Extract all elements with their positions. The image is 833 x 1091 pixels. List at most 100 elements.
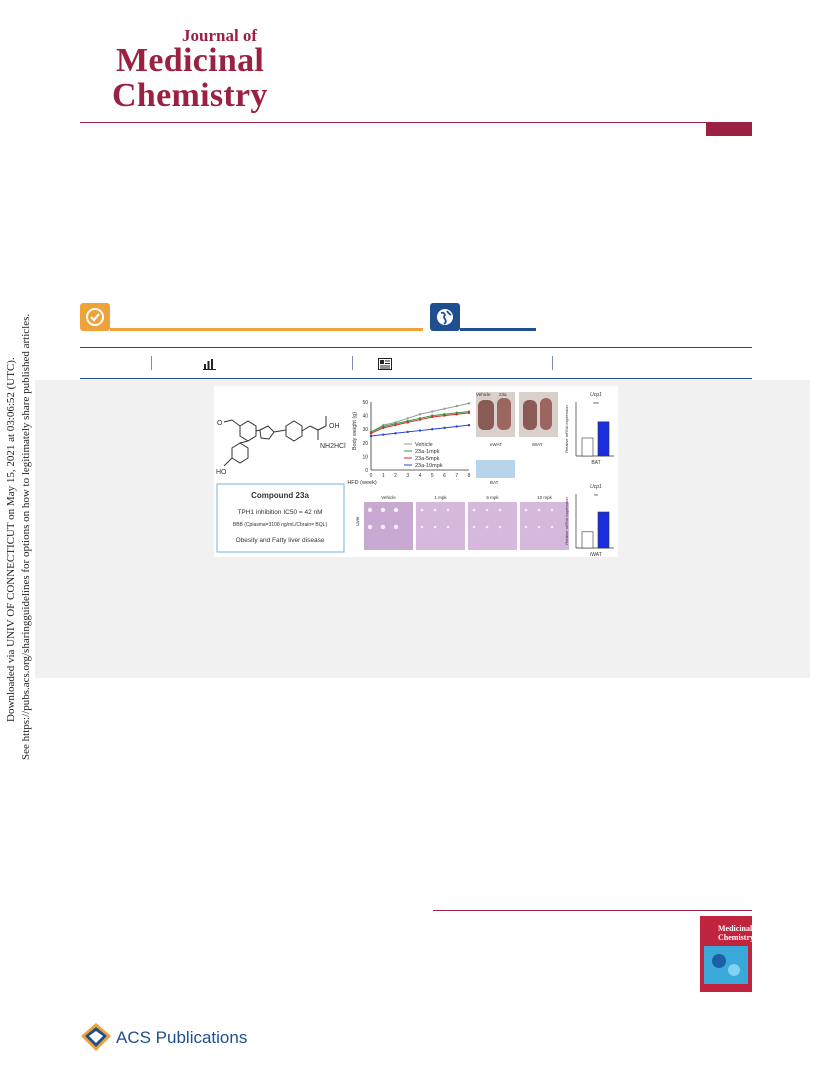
- cover-title-1: Medicinal: [718, 924, 752, 933]
- bar-chart-title: Ucp1: [590, 484, 602, 490]
- lipid-droplet: [485, 525, 489, 529]
- legend-label: 23a-5mpk: [415, 456, 440, 462]
- lipid-droplet: [433, 508, 437, 512]
- y-tick-label: 30: [362, 427, 368, 433]
- journal-logo-line2: Chemistry: [112, 77, 268, 114]
- globe-icon: [437, 309, 453, 325]
- data-point: [382, 433, 385, 436]
- bar: [597, 511, 610, 549]
- lipid-droplet: [380, 507, 386, 513]
- cover-title-2: Chemistry: [718, 933, 752, 942]
- lipid-droplet: [550, 508, 554, 512]
- data-point: [418, 418, 422, 421]
- histology-panel: [468, 502, 517, 550]
- lipid-droplet: [393, 507, 399, 513]
- ewat-label: eWAT: [490, 442, 502, 447]
- data-point: [418, 413, 422, 416]
- cover-art: [704, 946, 748, 984]
- lipid-droplet: [446, 525, 450, 529]
- lipid-droplet: [380, 524, 386, 530]
- data-point: [418, 429, 422, 432]
- disease-text: Obesity and Fatty liver disease: [236, 537, 325, 544]
- lipid-droplet: [472, 508, 476, 512]
- open-access-badge[interactable]: [80, 303, 110, 331]
- cover-art-circle: [712, 954, 726, 968]
- lipid-droplet: [367, 524, 373, 530]
- lipid-droplet: [537, 508, 541, 512]
- y-tick-label: 0: [365, 468, 368, 474]
- chemical-structure: [223, 416, 327, 467]
- ewat-tissue: [497, 398, 511, 430]
- data-point: [455, 425, 458, 428]
- legend-label: 23a-10mpk: [415, 463, 443, 469]
- oh-label: OH: [329, 423, 340, 430]
- iwat-tissue: [523, 400, 537, 430]
- acs-publications-logo[interactable]: ACS Publications: [116, 1028, 248, 1047]
- lipid-droplet: [367, 507, 373, 513]
- bar: [597, 421, 610, 457]
- lipid-droplet: [393, 524, 399, 530]
- lipid-droplet: [498, 508, 502, 512]
- legend-label: 23a-1mpk: [415, 449, 440, 455]
- lipid-droplet: [420, 508, 424, 512]
- y-tick-label: 10: [362, 454, 368, 460]
- lipid-droplet: [420, 525, 424, 529]
- metrics-separator: [552, 356, 553, 370]
- y-tick-label: 20: [362, 441, 368, 447]
- data-point: [431, 428, 434, 431]
- bat-label: BAT: [490, 480, 499, 485]
- histology-panel: [520, 502, 569, 550]
- chart-ylabel: Body weight (g): [352, 412, 358, 450]
- ewat-tissue: [478, 400, 494, 430]
- ho-label: HO: [216, 469, 227, 476]
- compound-box: [216, 483, 345, 553]
- data-point: [467, 423, 471, 427]
- data-point: [406, 421, 409, 424]
- data-point: [467, 411, 471, 415]
- cite-share-badge[interactable]: [430, 303, 460, 331]
- lipid-droplet: [446, 508, 450, 512]
- bat-photo: [476, 460, 515, 478]
- journal-logo-line1: Medicinal: [116, 42, 265, 79]
- significance-marker: **: [594, 494, 598, 500]
- bar: [581, 437, 594, 457]
- data-point: [406, 430, 409, 434]
- chart-xlabel: HFD (week): [347, 480, 377, 486]
- methoxy-label: O: [217, 420, 223, 427]
- metrics-separator: [352, 356, 353, 370]
- metrics-chart-icon[interactable]: [203, 357, 217, 375]
- data-point: [394, 423, 397, 427]
- journal-cover-thumbnail[interactable]: Medicinal Chemistry: [700, 916, 752, 992]
- journal-logo-of: Journal of: [182, 26, 258, 45]
- x-tick-label: 4: [419, 473, 422, 479]
- header-rule: [80, 122, 752, 123]
- data-point: [394, 432, 397, 435]
- bar-chart-ylabel: Relative mRNA expression: [564, 405, 569, 453]
- data-point: [443, 414, 446, 417]
- amine-label: NH2HCl: [320, 443, 346, 450]
- bar-chart-title: Ucp1: [590, 392, 602, 398]
- lipid-droplet: [472, 525, 476, 529]
- lipid-droplet: [485, 508, 489, 512]
- x-tick-label: 1: [382, 473, 385, 479]
- recommended-articles-icon[interactable]: [378, 357, 392, 375]
- sharing-note: See https://pubs.acs.org/sharingguidelin…: [20, 313, 32, 760]
- legend-label: Vehicle: [415, 442, 433, 448]
- y-tick-label: 50: [362, 400, 368, 406]
- article-type-tag: [706, 122, 752, 136]
- x-tick-label: 2: [394, 473, 397, 479]
- lipid-droplet: [498, 525, 502, 529]
- x-tick-label: 7: [455, 473, 458, 479]
- lipid-droplet: [524, 508, 528, 512]
- iwat-label: iWAT: [532, 442, 543, 447]
- data-point: [443, 426, 446, 430]
- histology-label: 10 mpk: [537, 495, 553, 500]
- liver-label: Liver: [355, 516, 360, 526]
- histology-panel: [416, 502, 465, 550]
- cite-share-rule: [460, 328, 536, 331]
- iwat-tissue: [540, 398, 552, 430]
- histology-label: 1 mpk: [434, 495, 447, 500]
- tph1-text: TPH1 inhibition IC50 = 42 nM: [237, 509, 322, 516]
